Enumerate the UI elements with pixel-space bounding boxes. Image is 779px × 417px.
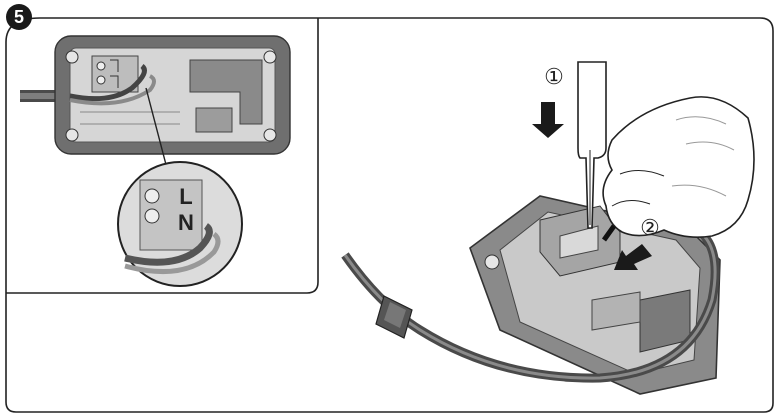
hand-icon: [602, 96, 755, 238]
screw-hole: [263, 128, 277, 142]
screw-hole: [263, 50, 277, 64]
screw-hole: [65, 50, 79, 64]
terminal-label-l: L: [179, 184, 192, 209]
step-number: 5: [14, 7, 24, 27]
device-top-view: [20, 35, 291, 155]
cable-gland-icon: [375, 295, 413, 339]
inserted-wire: [601, 224, 617, 242]
inset-frame: [6, 18, 319, 294]
step-marker-2: ②: [640, 215, 660, 240]
step-marker-2-label: ②: [640, 215, 660, 240]
wire-l: [69, 64, 147, 102]
step-marker-1-label: ①: [544, 64, 564, 89]
screw-hole: [65, 128, 79, 142]
down-arrow-icon: [532, 102, 564, 138]
device-perspective-view: [469, 195, 721, 395]
step-marker-1: ①: [544, 64, 564, 89]
step-number-badge: 5: [6, 4, 32, 30]
wire-n: [69, 74, 156, 106]
diagonal-arrow-icon: [614, 244, 652, 270]
zoom-detail-circle: L N: [117, 161, 243, 287]
screwdriver-icon: [577, 61, 607, 229]
right-module: [189, 59, 263, 125]
screw-hole: [484, 254, 500, 270]
zoom-wire: [124, 223, 213, 266]
terminal-label-n: N: [178, 210, 194, 235]
